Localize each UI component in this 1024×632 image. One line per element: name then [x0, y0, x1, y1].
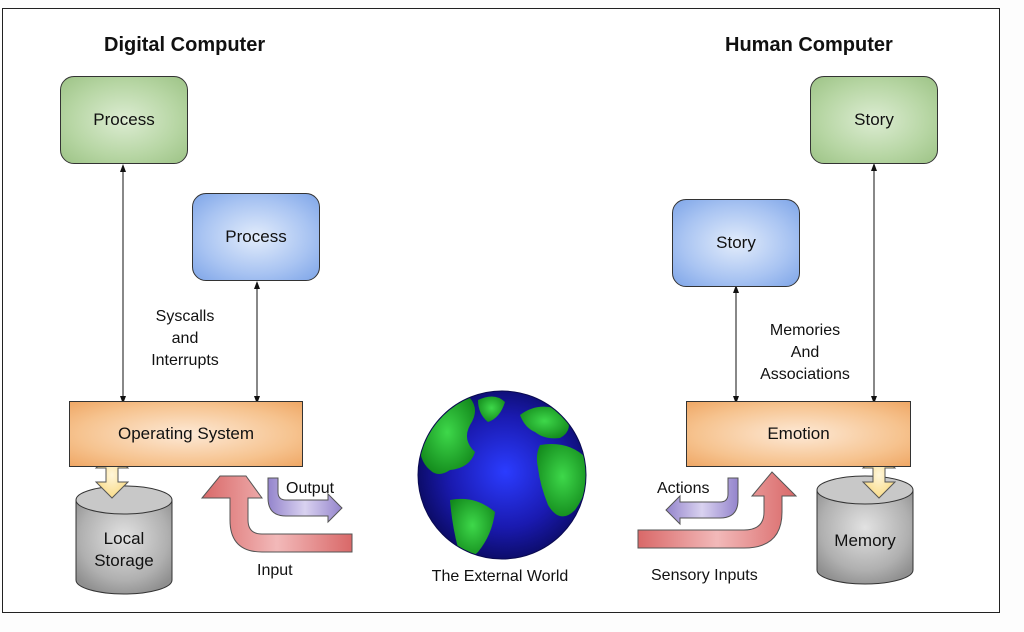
external-world-label: The External World [431, 568, 569, 585]
syscalls-line-3: Interrupts [151, 352, 219, 369]
story-box-top: Story [810, 76, 938, 164]
local-storage-cylinder [75, 485, 173, 595]
story-box-mid: Story [672, 199, 800, 287]
emotion-box: Emotion [686, 401, 911, 467]
emotion-label: Emotion [767, 424, 830, 443]
globe-icon [417, 390, 587, 560]
syscalls-line-2: and [171, 330, 199, 347]
operating-system-label: Operating System [117, 424, 255, 443]
process-box-top: Process [60, 76, 188, 164]
memory-label: Memory [834, 531, 896, 550]
operating-system-box: Operating System [69, 401, 303, 467]
syscalls-label: Syscalls and Interrupts [130, 306, 240, 372]
story-top-label: Story [854, 110, 894, 129]
process-mid-label: Process [225, 227, 287, 246]
local-storage-line-2: Storage [94, 551, 154, 570]
memories-line-2: And [790, 344, 820, 361]
output-label: Output [286, 480, 335, 497]
memories-line-1: Memories [769, 322, 841, 339]
sensory-inputs-arrow-icon [637, 471, 798, 549]
local-storage-line-1: Local [103, 529, 145, 548]
local-storage-label: Local Storage [76, 528, 172, 572]
process-top-label: Process [93, 110, 155, 129]
actions-label: Actions [657, 480, 710, 497]
human-computer-title: Human Computer [725, 34, 893, 56]
syscalls-line-1: Syscalls [155, 308, 215, 325]
story-mid-label: Story [716, 233, 756, 252]
memories-label: Memories And Associations [750, 320, 860, 386]
process-box-mid: Process [192, 193, 320, 281]
input-label: Input [257, 562, 293, 579]
sensory-inputs-label: Sensory Inputs [651, 567, 758, 584]
memories-line-3: Associations [760, 366, 850, 383]
output-arrow-icon [267, 477, 343, 524]
digital-computer-title: Digital Computer [104, 34, 266, 56]
actions-arrow-icon [665, 477, 739, 526]
input-arrow-icon [200, 475, 353, 553]
